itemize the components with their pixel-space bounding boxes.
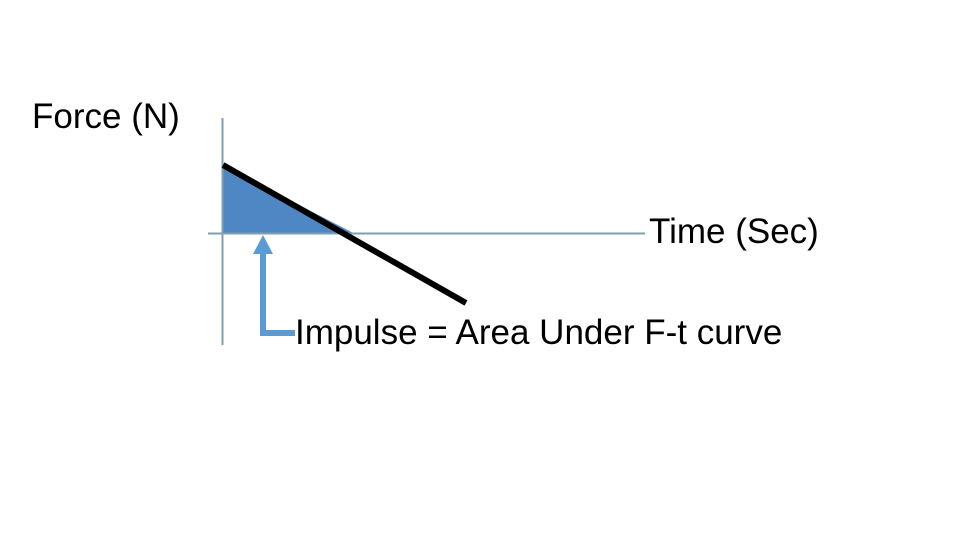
callout-arrow-icon <box>253 235 295 336</box>
impulse-caption: Impulse = Area Under F-t curve <box>295 313 783 352</box>
force-time-curve <box>221 162 468 306</box>
x-axis-label: Time (Sec) <box>649 212 819 251</box>
y-axis-label: Force (N) <box>32 97 180 136</box>
